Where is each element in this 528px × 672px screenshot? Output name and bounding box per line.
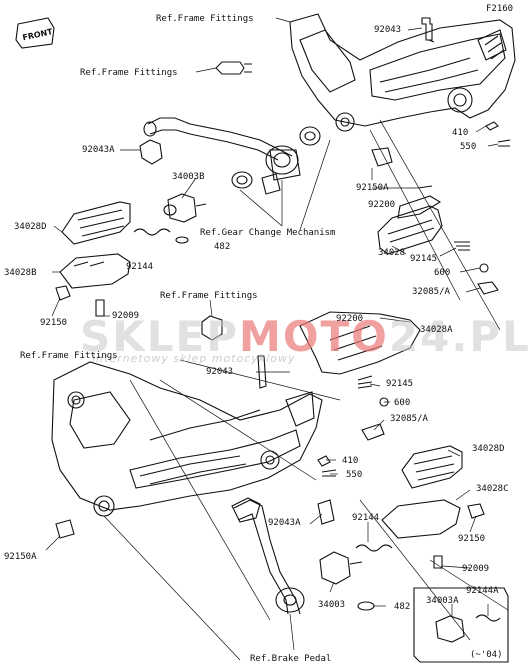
label-ref-frame-fittings-top: Ref.Frame Fittings: [156, 14, 254, 24]
front-label: FRONT: [22, 27, 54, 42]
label-ref-frame-fittings-mid: Ref.Frame Fittings: [160, 291, 258, 301]
label-92043-top: 92043: [374, 25, 402, 35]
label-600-mid: 600: [394, 398, 411, 408]
label-92150A-bottom: 92150A: [4, 552, 37, 562]
label-600-top: 600: [434, 268, 451, 278]
bolt-92150A-top: [371, 147, 393, 167]
front-direction-arrow: FRONT: [15, 17, 55, 49]
label-ref-brake-pedal: Ref.Brake Pedal: [250, 654, 332, 664]
label-92200-top: 92200: [368, 200, 396, 210]
label-482-top: 482: [214, 242, 231, 252]
watermark-tagline: internetowy sklep motocyklowy: [92, 352, 296, 365]
label-34028-right: 34028: [378, 248, 406, 258]
variant-inset-box: [413, 587, 509, 663]
label-410-mid: 410: [342, 456, 359, 466]
label-92043-mid: 92043: [206, 367, 234, 377]
label-92150A-top: 92150A: [356, 183, 389, 193]
label-550-mid: 550: [346, 470, 363, 480]
label-92144-bottom: 92144: [352, 513, 380, 523]
label-92009-top: 92009: [112, 311, 140, 321]
label-92150-left: 92150: [40, 318, 68, 328]
label-410-top: 410: [452, 128, 469, 138]
label-92009-bottom: 92009: [462, 564, 490, 574]
label-ref-frame-fittings-2: Ref.Frame Fittings: [80, 68, 178, 78]
label-ref-frame-fittings-left: Ref.Frame Fittings: [20, 351, 118, 361]
watermark-logo: SKLEPMOTO24.PL: [80, 312, 528, 361]
footpeg-rubber-34028: [377, 205, 443, 255]
joint-34003: [319, 551, 351, 585]
label-34003: 34003: [318, 600, 346, 610]
lower-footpeg-bracket: [51, 361, 323, 511]
figure-code: F2160: [486, 4, 514, 14]
footpeg-34028B: [59, 253, 131, 289]
label-32085A-top: 32085/A: [412, 287, 450, 297]
label-550-top: 550: [460, 142, 477, 152]
label-92144A: 92144A: [466, 586, 499, 596]
upper-footpeg-bracket: [289, 13, 516, 127]
label-range-note: (~'04): [470, 650, 503, 660]
label-92043A-top: 92043A: [82, 145, 115, 155]
label-34003A: 34003A: [426, 596, 459, 606]
label-92145-top: 92145: [410, 254, 438, 264]
label-34028D-right: 34028D: [472, 444, 505, 454]
frame-bolt-top: [215, 61, 245, 75]
label-34028C: 34028C: [476, 484, 509, 494]
label-ref-gear-change-mechanism: Ref.Gear Change Mechanism: [200, 228, 336, 238]
label-34028D-left: 34028D: [14, 222, 47, 232]
footpeg-34028A: [299, 311, 421, 375]
label-32085A-mid: 32085/A: [390, 414, 428, 424]
shift-pedal: [147, 117, 293, 157]
joint-34003B: [167, 193, 197, 223]
label-92145-mid: 92145: [386, 379, 414, 389]
label-92200-mid: 92200: [336, 314, 364, 324]
bolt-92043-top: [421, 17, 433, 41]
footpeg-rubber-34028D-left: [61, 201, 131, 245]
footpeg-34028C: [381, 499, 461, 539]
pin-92043A-top: [139, 139, 163, 165]
label-482-bottom: 482: [394, 602, 411, 612]
footpeg-rubber-34028D-right: [401, 445, 463, 489]
label-34028B: 34028B: [4, 268, 37, 278]
label-34028A: 34028A: [420, 325, 453, 335]
label-92150-right: 92150: [458, 534, 486, 544]
label-34003B: 34003B: [172, 172, 205, 182]
label-92043A-bottom: 92043A: [268, 518, 301, 528]
label-92144-top: 92144: [126, 262, 154, 272]
